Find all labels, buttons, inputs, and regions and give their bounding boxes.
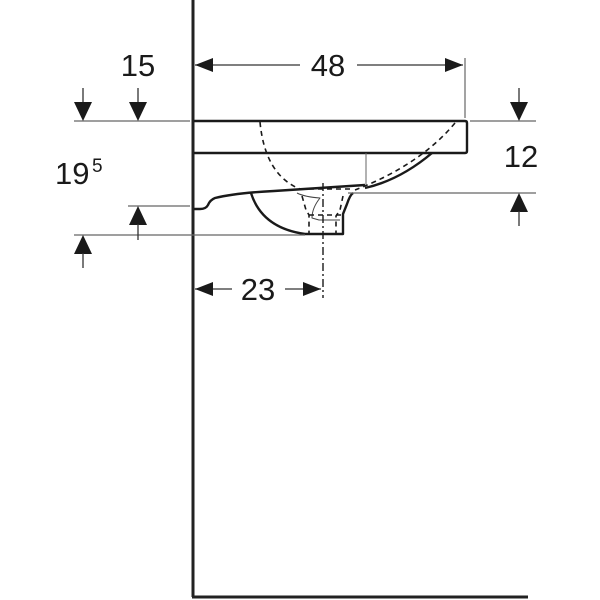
dimension-19-superscript: 5 <box>92 156 103 177</box>
arrow-right-icon <box>445 58 463 72</box>
bowl-hidden-front <box>354 122 456 191</box>
arrow-up-icon <box>74 235 92 254</box>
dimension-23-label: 23 <box>241 272 275 307</box>
dimension-19-main: 19 <box>55 156 89 191</box>
dimension-15-label: 15 <box>121 48 155 83</box>
arrow-left-icon <box>195 58 213 72</box>
dimension-12-label: 12 <box>504 139 538 174</box>
dimension-depth: 48 <box>195 48 463 83</box>
drain-inner-line <box>296 192 340 221</box>
hidden-lines <box>259 121 456 234</box>
basin-bowl <box>249 192 354 236</box>
dimension-19-label: 19 <box>55 156 89 191</box>
drain-hidden-left <box>301 195 310 234</box>
arrow-down-icon <box>74 102 92 121</box>
wall-and-floor <box>191 0 528 599</box>
basin-underside <box>194 183 366 211</box>
basin-rim-slab <box>194 119 469 155</box>
arrow-up-icon <box>510 193 528 212</box>
bowl-hidden-back <box>259 121 301 190</box>
dimension-rim-height: 12 <box>504 88 538 226</box>
arrow-right-icon <box>303 282 321 296</box>
arrow-up-icon <box>129 206 147 225</box>
extension-lines <box>74 58 536 236</box>
dimension-height: 19 5 <box>55 156 147 268</box>
basin-outline <box>194 119 469 236</box>
dimension-48-label: 48 <box>311 48 345 83</box>
dimension-top-offset: 15 <box>74 48 155 121</box>
dimension-drain-offset: 23 <box>195 272 321 307</box>
drain-hidden-right <box>335 195 344 234</box>
arrow-left-icon <box>195 282 213 296</box>
arrow-down-icon <box>129 102 147 121</box>
basin-front-curve <box>364 152 433 190</box>
arrow-down-icon <box>510 102 528 121</box>
